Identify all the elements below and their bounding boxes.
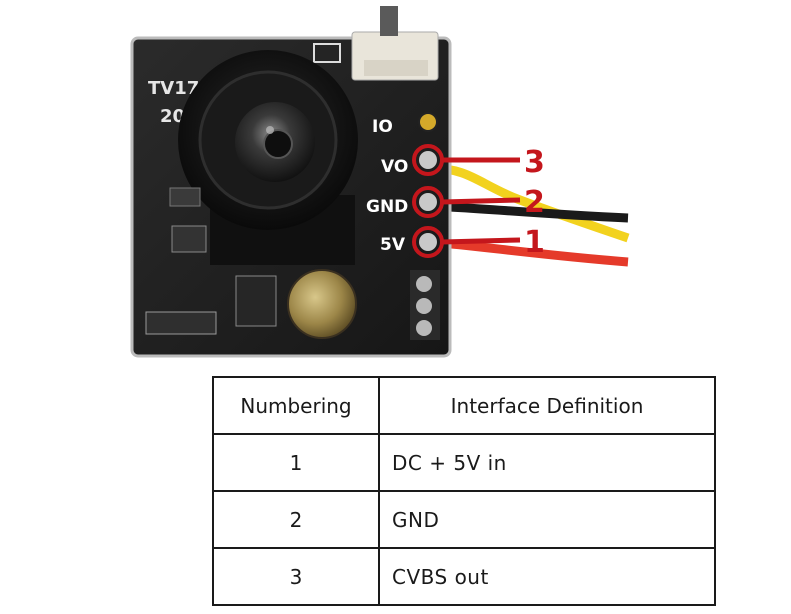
callout-number-3: 3 <box>524 145 545 180</box>
camera-module-illustration: TV17 20 IO VO GND 5V <box>130 6 630 358</box>
row-number: 3 <box>212 547 380 606</box>
pin-label-5v: 5V <box>380 235 406 255</box>
camera-module-photo: TV17 20 IO VO GND 5V <box>130 6 630 358</box>
io-pad <box>418 112 438 132</box>
5v-pad <box>419 233 437 251</box>
header-numbering: Numbering <box>212 376 380 435</box>
pin-label-gnd: GND <box>366 197 408 217</box>
table-row: 2 GND <box>212 490 716 549</box>
row-definition: CVBS out <box>378 547 716 606</box>
silk-model-text: TV17 <box>148 78 199 99</box>
callout-line-1 <box>441 237 521 245</box>
vo-pad <box>419 151 437 169</box>
callout-number-2: 2 <box>524 185 545 220</box>
header-interface-definition: Interface Definition <box>378 376 716 435</box>
lens-highlight <box>266 126 274 134</box>
solder-pad <box>416 298 432 314</box>
row-number: 2 <box>212 490 380 549</box>
smd-component <box>235 275 277 327</box>
solder-pad <box>416 276 432 292</box>
switch-tab <box>380 6 398 36</box>
silk-marker <box>313 43 341 63</box>
gnd-pad <box>419 193 437 211</box>
smd-component <box>169 187 201 207</box>
solder-pad <box>416 320 432 336</box>
smd-component <box>171 225 207 253</box>
row-definition: GND <box>378 490 716 549</box>
connector-slot <box>364 60 428 76</box>
callout-line-2 <box>441 197 521 205</box>
pin-label-io: IO <box>372 117 393 137</box>
interface-definition-table: Numbering Interface Definition 1 DC + 5V… <box>212 376 716 606</box>
pin-label-vo: VO <box>381 157 408 177</box>
lens-aperture <box>263 129 293 159</box>
row-definition: DC + 5V in <box>378 433 716 492</box>
silk-num-text: 20 <box>160 106 185 127</box>
callout-number-1: 1 <box>524 225 545 260</box>
table-row: 3 CVBS out <box>212 547 716 606</box>
microphone-capsule <box>287 269 357 339</box>
table-header-row: Numbering Interface Definition <box>212 376 716 435</box>
table-row: 1 DC + 5V in <box>212 433 716 492</box>
row-number: 1 <box>212 433 380 492</box>
smd-component <box>145 311 217 335</box>
